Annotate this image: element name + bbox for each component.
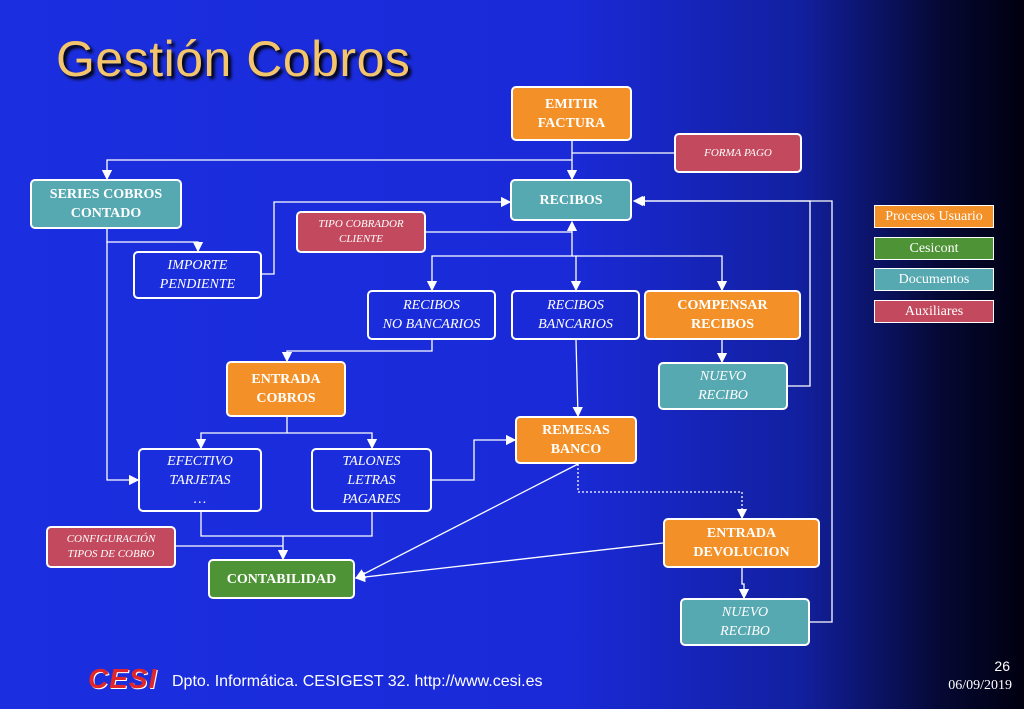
node-remesas-banco[interactable]: REMESAS BANCO (515, 416, 637, 464)
node-importe-pendiente[interactable]: IMPORTE PENDIENTE (133, 251, 262, 299)
node-emitir-factura[interactable]: EMITIR FACTURA (511, 86, 632, 141)
node-series-cobros-contado[interactable]: SERIES COBROS CONTADO (30, 179, 182, 229)
node-entrada-cobros[interactable]: ENTRADA COBROS (226, 361, 346, 417)
node-recibos[interactable]: RECIBOS (510, 179, 632, 221)
footer-date: 06/09/2019 (948, 678, 1012, 693)
node-entrada-devolucion[interactable]: ENTRADA DEVOLUCION (663, 518, 820, 568)
node-nuevo-recibo-2[interactable]: NUEVO RECIBO (680, 598, 810, 646)
legend-cesicont: Cesicont (874, 237, 994, 260)
slide-title: Gestión Cobros (56, 31, 411, 87)
node-talones-letras-pagares[interactable]: TALONES LETRAS PAGARES (311, 448, 432, 512)
legend-auxiliares: Auxiliares (874, 300, 994, 323)
page-number: 26 (994, 658, 1010, 674)
node-recibos-no-bancarios[interactable]: RECIBOS NO BANCARIOS (367, 290, 496, 340)
legend-procesos-usuario: Procesos Usuario (874, 205, 994, 228)
legend-documentos: Documentos (874, 268, 994, 291)
node-recibos-bancarios[interactable]: RECIBOS BANCARIOS (511, 290, 640, 340)
node-configuracion-tipos-cobro[interactable]: CONFIGURACIÓN TIPOS DE COBRO (46, 526, 176, 568)
footer-text: Dpto. Informática. CESIGEST 32. http://w… (172, 673, 543, 690)
node-nuevo-recibo-1[interactable]: NUEVO RECIBO (658, 362, 788, 410)
node-efectivo-tarjetas[interactable]: EFECTIVO TARJETAS … (138, 448, 262, 512)
cesi-logo: CESI (88, 663, 158, 694)
node-compensar-recibos[interactable]: COMPENSAR RECIBOS (644, 290, 801, 340)
node-forma-pago[interactable]: FORMA PAGO (674, 133, 802, 173)
node-contabilidad[interactable]: CONTABILIDAD (208, 559, 355, 599)
node-tipo-cobrador-cliente[interactable]: TIPO COBRADOR CLIENTE (296, 211, 426, 253)
